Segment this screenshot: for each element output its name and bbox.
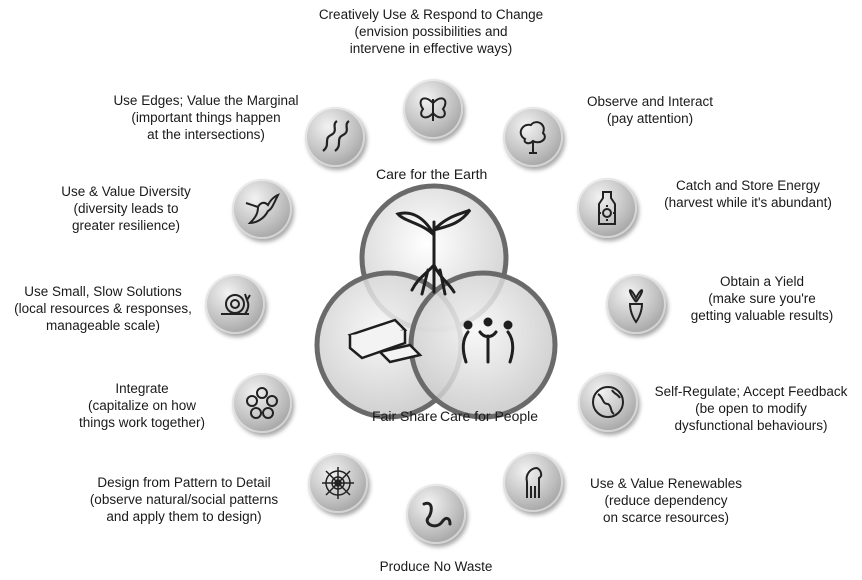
principle-label-edges: Use Edges; Value the Marginal (important… — [106, 92, 306, 143]
river-icon — [322, 120, 350, 152]
principle-subtitle: (harvest while it's abundant) — [664, 195, 832, 210]
principle-title: Use & Value Diversity — [61, 184, 191, 199]
principle-subtitle: (observe natural/social patterns and app… — [89, 492, 279, 524]
principle-badge-edges — [305, 107, 365, 167]
principle-label-yield: Obtain a Yield (make sure you're getting… — [676, 273, 848, 324]
principle-title: Obtain a Yield — [719, 274, 805, 289]
principle-title: Integrate — [115, 381, 169, 396]
hummingbird-icon — [245, 193, 280, 225]
principle-label-diversity: Use & Value Diversity (diversity leads t… — [40, 183, 212, 234]
principle-badge-diversity — [232, 179, 292, 239]
principle-label-change: Creatively Use & Respond to Change (envi… — [308, 6, 554, 57]
care-for-earth-label: Care for the Earth — [376, 166, 488, 182]
principle-title: Observe and Interact — [586, 94, 714, 109]
principle-title: Catch and Store Energy — [675, 178, 821, 193]
principle-subtitle: (pay attention) — [606, 111, 694, 126]
pie-slice-icon — [347, 318, 423, 364]
principle-title: Self-Regulate; Accept Feedback — [654, 384, 848, 399]
principle-badge-energy — [577, 178, 637, 238]
principle-label-observe: Observe and Interact (pay attention) — [570, 93, 730, 127]
principle-subtitle: (local resources & responses, manageable… — [14, 301, 192, 333]
care-for-people-label: Care for People — [440, 408, 539, 424]
principle-label-energy: Catch and Store Energy (harvest while it… — [646, 177, 850, 211]
snail-icon — [221, 293, 251, 315]
spiderweb-icon — [322, 467, 354, 499]
principle-title: Use Edges; Value the Marginal — [113, 93, 299, 108]
globe-icon — [592, 386, 624, 418]
principle-subtitle: (important things happen at the intersec… — [131, 110, 281, 142]
principle-subtitle: (reduce dependency on scarce resources) — [602, 493, 730, 525]
principle-badge-renewables — [503, 452, 563, 512]
tree-with-roots-icon — [395, 208, 472, 296]
principle-title: Use Small, Slow Solutions — [24, 284, 182, 299]
carrot-icon — [628, 289, 644, 324]
principle-subtitle: (envision possibilities and intervene in… — [349, 24, 513, 56]
principle-label-integrate: Integrate (capitalize on how things work… — [56, 380, 228, 431]
horse-icon — [525, 466, 543, 498]
principle-badge-pattern — [308, 453, 368, 513]
principle-label-regulate: Self-Regulate; Accept Feedback (be open … — [646, 383, 856, 434]
butterfly-icon — [419, 97, 447, 121]
principle-title: Produce No Waste — [379, 559, 493, 574]
sun-bottle-icon — [598, 191, 616, 225]
principle-title: Creatively Use & Respond to Change — [318, 7, 544, 22]
principle-label-waste: Produce No Waste — [356, 558, 516, 575]
principle-badge-regulate — [578, 372, 638, 432]
principle-subtitle: (capitalize on how things work together) — [78, 398, 206, 430]
principle-badge-integrate — [232, 373, 292, 433]
principle-title: Design from Pattern to Detail — [97, 475, 271, 490]
principle-label-pattern: Design from Pattern to Detail (observe n… — [70, 474, 298, 525]
principle-title: Use & Value Renewables — [589, 476, 743, 491]
integrate-icon — [246, 387, 278, 419]
venn-circle-people — [408, 270, 558, 420]
worm-icon — [422, 501, 452, 528]
people-figures-icon — [461, 317, 515, 364]
principle-badge-waste — [406, 484, 466, 544]
principle-subtitle: (diversity leads to greater resilience) — [71, 201, 181, 233]
fair-share-label: Fair Share — [372, 408, 438, 424]
principle-badge-observe — [503, 107, 563, 167]
principle-badge-small — [205, 274, 265, 334]
principle-label-small: Use Small, Slow Solutions (local resourc… — [4, 283, 202, 334]
principle-label-renewables: Use & Value Renewables (reduce dependenc… — [576, 475, 756, 526]
principle-subtitle: (be open to modify dysfunctional behavio… — [674, 401, 828, 433]
principle-subtitle: (make sure you're getting valuable resul… — [690, 291, 834, 323]
principle-badge-change — [403, 79, 463, 139]
tree-icon — [519, 121, 546, 154]
principle-badge-yield — [606, 274, 666, 334]
